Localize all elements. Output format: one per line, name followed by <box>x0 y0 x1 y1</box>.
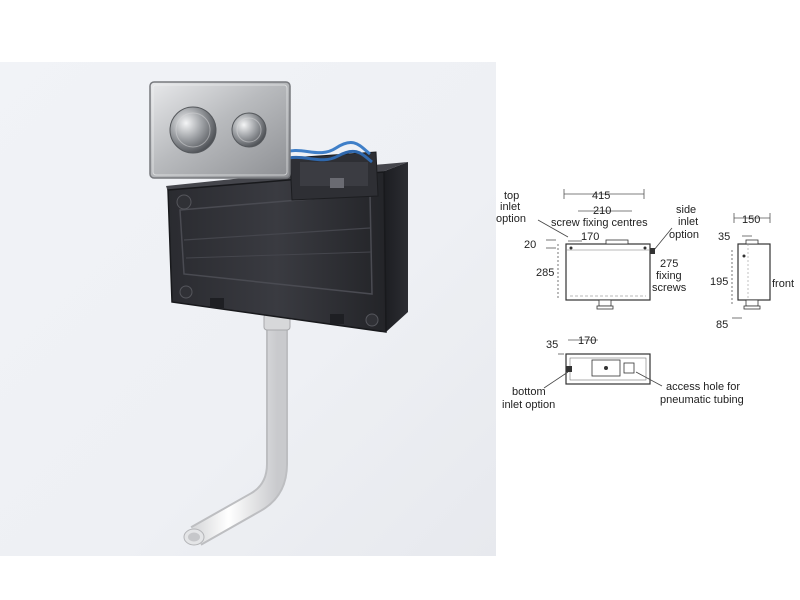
access-hole-label-2: pneumatic tubing <box>660 394 744 406</box>
flush-pipe <box>183 313 291 546</box>
product-photo <box>0 62 496 556</box>
side-front-label: front <box>772 278 794 290</box>
flush-button-large <box>169 106 217 154</box>
top-offset-value: 20 <box>524 239 536 251</box>
flush-plate <box>149 81 291 179</box>
side-outlet-offset-value: 85 <box>716 319 728 331</box>
side-inlet-label-3: option <box>669 229 699 241</box>
flush-button-small <box>231 112 267 148</box>
plan-depth-offset-value: 35 <box>546 339 558 351</box>
plan-width-offset-value: 170 <box>578 335 596 347</box>
top-inlet-label-1: top <box>504 190 519 202</box>
front-view: top inlet option 415 210 screw fixing ce… <box>496 189 699 310</box>
side-view-outline <box>737 243 771 301</box>
height-value: 285 <box>536 267 554 279</box>
access-hole-label-1: access hole for <box>666 381 740 393</box>
screw-centres-value: 210 <box>593 205 611 217</box>
top-inlet-label-3: option <box>496 213 526 225</box>
side-top-offset-value: 35 <box>718 231 730 243</box>
top-inlet-label-2: inlet <box>500 201 520 213</box>
fixing-screws-value: 275 <box>660 258 678 270</box>
inlet-offset-value: 170 <box>581 231 599 243</box>
bottom-inlet-label-1: bottom <box>512 386 546 398</box>
overall-width-value: 415 <box>592 190 610 202</box>
actuator-housing <box>281 141 379 201</box>
plan-view: 170 35 bottom inlet option access hole f… <box>502 335 744 411</box>
side-inlet-label-1: side <box>676 204 696 216</box>
dimension-drawing: top inlet option 415 210 screw fixing ce… <box>496 62 800 556</box>
side-depth-value: 150 <box>742 214 760 226</box>
fixing-screws-label-1: fixing <box>656 270 682 282</box>
technical-drawing: top inlet option 415 210 screw fixing ce… <box>496 189 794 411</box>
side-view: 150 35 195 front 85 <box>710 213 794 331</box>
fixing-screws-label-2: screws <box>652 282 687 294</box>
screw-centres-label: screw fixing centres <box>551 217 648 229</box>
side-inlet-label-2: inlet <box>678 216 698 228</box>
bottom-inlet-label-2: inlet option <box>502 399 555 411</box>
front-view-outline <box>565 243 651 301</box>
cistern-illustration <box>0 62 496 556</box>
cistern-side <box>382 162 408 332</box>
side-inlet-height-value: 195 <box>710 276 728 288</box>
